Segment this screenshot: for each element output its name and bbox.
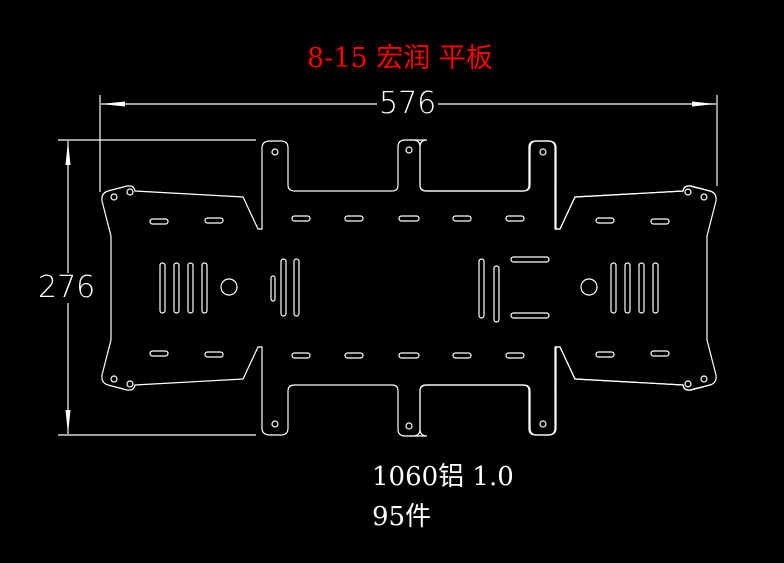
vertical-slots — [159, 258, 659, 323]
quantity-note: 95件 — [372, 502, 432, 532]
material-note: 1060铝 1.0 — [372, 462, 514, 492]
height-dimension-lines — [58, 139, 256, 436]
width-dimension-label: 576 — [377, 86, 439, 121]
part-outline — [101, 139, 409, 288]
mounting-holes — [110, 146, 708, 430]
width-dimension-lines — [99, 95, 718, 192]
drawing-title: 8-15 宏润 平板 — [307, 43, 493, 74]
horizontal-slots — [149, 215, 670, 359]
height-dimension-label: 276 — [36, 270, 98, 305]
